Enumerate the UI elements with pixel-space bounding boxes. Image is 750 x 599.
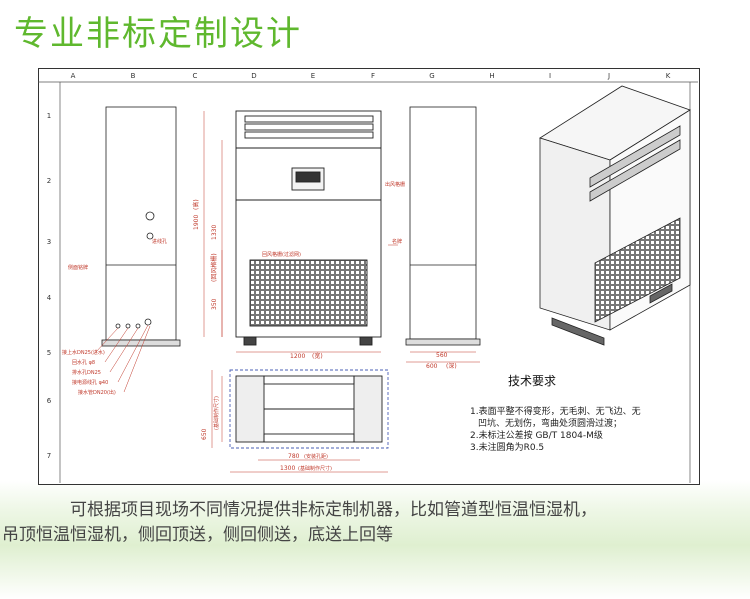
dim-base-780: 780 bbox=[288, 453, 300, 460]
page-title: 专业非标定制设计 bbox=[14, 14, 302, 54]
label-pipe-1: 接上水DN25(进水) bbox=[62, 349, 105, 356]
label-pipe-5: 接水管DN20(出) bbox=[78, 389, 116, 396]
grid-col-j: J bbox=[607, 72, 610, 80]
dim-side-depth-total: 600 bbox=[426, 363, 438, 370]
isometric-view bbox=[539, 85, 691, 346]
dim-side-depth: 560 bbox=[436, 352, 448, 359]
dim-base-depth-note: (基础制作尺寸) bbox=[213, 396, 220, 430]
requirements-heading: 技术要求 bbox=[508, 374, 557, 388]
grid-col-a: A bbox=[71, 72, 76, 80]
dim-side-depth-unit: (深) bbox=[446, 362, 457, 370]
dim-height-unit: (高) bbox=[192, 199, 200, 210]
label-supply: 出风格栅 bbox=[385, 181, 405, 188]
grid-row-5: 5 bbox=[47, 349, 51, 357]
dim-base-780-note: (安装孔距) bbox=[304, 453, 328, 460]
label-pipe-3: 排水孔DN25 bbox=[72, 369, 101, 376]
label-side-panel: 侧面铭牌 bbox=[68, 264, 88, 271]
grid-row-2: 2 bbox=[47, 177, 51, 185]
grid-col-g: G bbox=[429, 72, 434, 80]
requirement-item: 凹坑、无划伤，弯曲处须圆滑过渡； bbox=[478, 419, 623, 429]
dim-width-unit: (宽) bbox=[312, 352, 323, 360]
dim-height-lower: 350 bbox=[211, 298, 218, 310]
dim-base-depth: 650 bbox=[201, 428, 208, 440]
description-line-2: 吊顶恒温恒湿机，侧回顶送，侧回侧送，底送上回等 bbox=[2, 525, 393, 545]
side-view-left bbox=[101, 106, 181, 347]
description-text: 可根据项目现场不同情况提供非标定制机器，比如管道型恒温恒湿机， 吊顶恒温恒湿机，… bbox=[0, 498, 740, 548]
description-line-1: 可根据项目现场不同情况提供非标定制机器，比如管道型恒温恒湿机， bbox=[70, 500, 597, 520]
grid-col-b: B bbox=[131, 72, 136, 80]
requirement-item: 2.未标注公差按 GB/T 1804-M级 bbox=[470, 431, 603, 441]
requirement-item: 3.未注圆角为R0.5 bbox=[470, 443, 545, 453]
label-pipe-4: 接电源线孔 φ40 bbox=[72, 379, 108, 386]
grid-col-f: F bbox=[371, 72, 375, 80]
label-return-grille: 回风格栅(过滤网) bbox=[262, 251, 301, 258]
grid-col-d: D bbox=[251, 72, 256, 80]
base-plan-view bbox=[229, 369, 389, 449]
grid-row-4: 4 bbox=[47, 294, 52, 302]
grid-row-6: 6 bbox=[47, 397, 52, 405]
grid-row-7: 7 bbox=[47, 452, 51, 460]
bottom-gradient-band bbox=[0, 480, 750, 599]
requirements-list: 1.表面平整不得变形，无毛刺、无飞边、无 凹坑、无划伤，弯曲处须圆滑过渡； 2.… bbox=[470, 406, 690, 454]
requirement-item: 1.表面平整不得变形，无毛刺、无飞边、无 bbox=[470, 407, 641, 417]
grid-row-3: 3 bbox=[47, 238, 51, 246]
dim-width-front: 1200 bbox=[290, 353, 305, 360]
front-view bbox=[235, 110, 382, 346]
label-nameplate: 名牌 bbox=[392, 238, 402, 245]
grid-col-i: I bbox=[549, 72, 551, 80]
grid-col-c: C bbox=[193, 72, 198, 80]
dim-base-1300: 1300 bbox=[280, 465, 295, 472]
grid-col-e: E bbox=[311, 72, 315, 80]
dim-height-inner: 1330 bbox=[211, 225, 218, 240]
side-view-right bbox=[405, 106, 481, 346]
dim-height-note: (回风格栅) bbox=[210, 253, 218, 282]
grid-col-h: H bbox=[489, 72, 494, 80]
dim-base-1300-note: (基础制作尺寸) bbox=[298, 465, 332, 472]
label-pipe-2: 回水孔 φ8 bbox=[72, 359, 95, 366]
grid-col-k: K bbox=[666, 72, 671, 80]
label-power-hole: 进线孔 bbox=[152, 238, 167, 245]
dim-height-total: 1900 bbox=[193, 215, 200, 230]
grid-row-1: 1 bbox=[47, 112, 51, 120]
